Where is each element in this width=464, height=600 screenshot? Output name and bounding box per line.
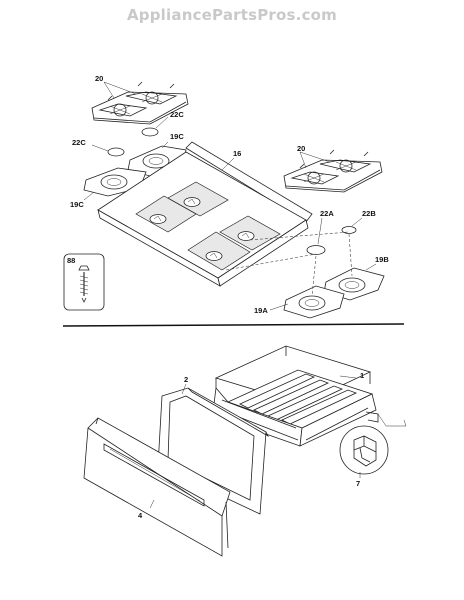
callout-7: 7 — [356, 479, 360, 488]
burner-cap-22b — [341, 226, 357, 234]
clip-inset-7 — [339, 413, 407, 475]
callout-2: 2 — [184, 375, 188, 384]
drawer-body-1 — [213, 345, 379, 447]
drawer-front-panel-4 — [83, 417, 231, 557]
callout-22c-lower: 22C — [72, 138, 86, 147]
callout-19b: 19B — [375, 255, 389, 264]
callout-22c-upper: 22C — [170, 110, 184, 119]
callout-20-left: 20 — [95, 74, 103, 83]
screw-inset-88 — [63, 253, 105, 311]
burner-cap-22c-upper — [141, 127, 159, 137]
callout-22b: 22B — [362, 209, 376, 218]
cooktop-16 — [97, 141, 313, 287]
left-burner-grate — [91, 81, 189, 125]
burner-cap-22c-lower — [107, 147, 125, 157]
callout-16: 16 — [233, 149, 241, 158]
burner-cap-22a — [306, 245, 326, 255]
right-burner-grate — [283, 149, 383, 193]
watermark: AppliancePartsPros.com — [127, 6, 337, 24]
callout-22a: 22A — [320, 209, 334, 218]
callout-88: 88 — [67, 256, 75, 265]
callout-19a: 19A — [254, 306, 268, 315]
section-divider — [62, 323, 405, 327]
callout-20-right: 20 — [297, 144, 305, 153]
callout-19c-lower: 19C — [70, 200, 84, 209]
callout-4: 4 — [138, 511, 143, 520]
leader-lines — [83, 81, 377, 509]
callout-19c-upper: 19C — [170, 132, 184, 141]
callout-1: 1 — [360, 371, 364, 380]
